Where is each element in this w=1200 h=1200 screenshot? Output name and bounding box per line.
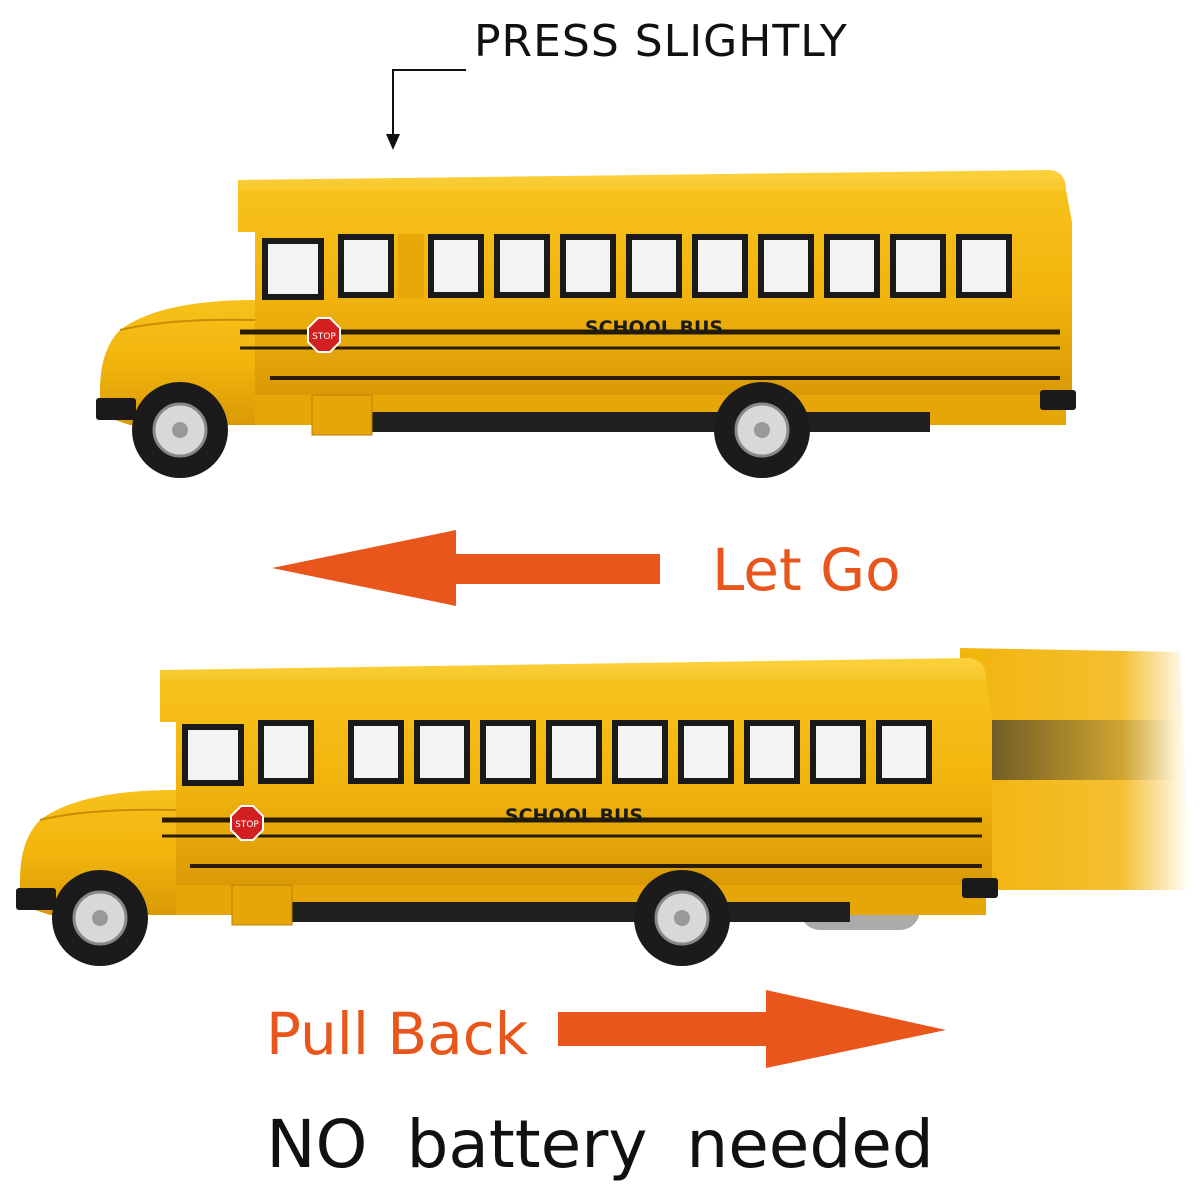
school-bus-label: SCHOOL BUS	[585, 317, 723, 339]
front-wheel	[52, 870, 148, 966]
front-wheel	[132, 382, 228, 478]
school-bus-top: STOP SCHOOL BUS	[96, 170, 1076, 478]
rear-wheel	[714, 382, 810, 478]
arrow-right-icon	[558, 990, 946, 1068]
stop-sign-icon	[307, 317, 341, 353]
stop-sign-text: STOP	[312, 332, 336, 342]
press-slightly-label: PRESS SLIGHTLY	[474, 16, 848, 67]
caption-no-battery: NO battery needed	[266, 1106, 934, 1183]
rear-wheel	[634, 870, 730, 966]
arrow-down-icon	[386, 69, 466, 150]
school-bus-bottom: STOP SCHOOL BUS	[16, 658, 998, 966]
pull-back-label: Pull Back	[266, 1000, 529, 1068]
let-go-label: Let Go	[712, 536, 901, 604]
school-bus-label: SCHOOL BUS	[505, 805, 643, 827]
arrow-left-icon	[272, 530, 660, 606]
stop-sign-icon	[230, 805, 264, 841]
stop-sign-text: STOP	[235, 820, 259, 830]
